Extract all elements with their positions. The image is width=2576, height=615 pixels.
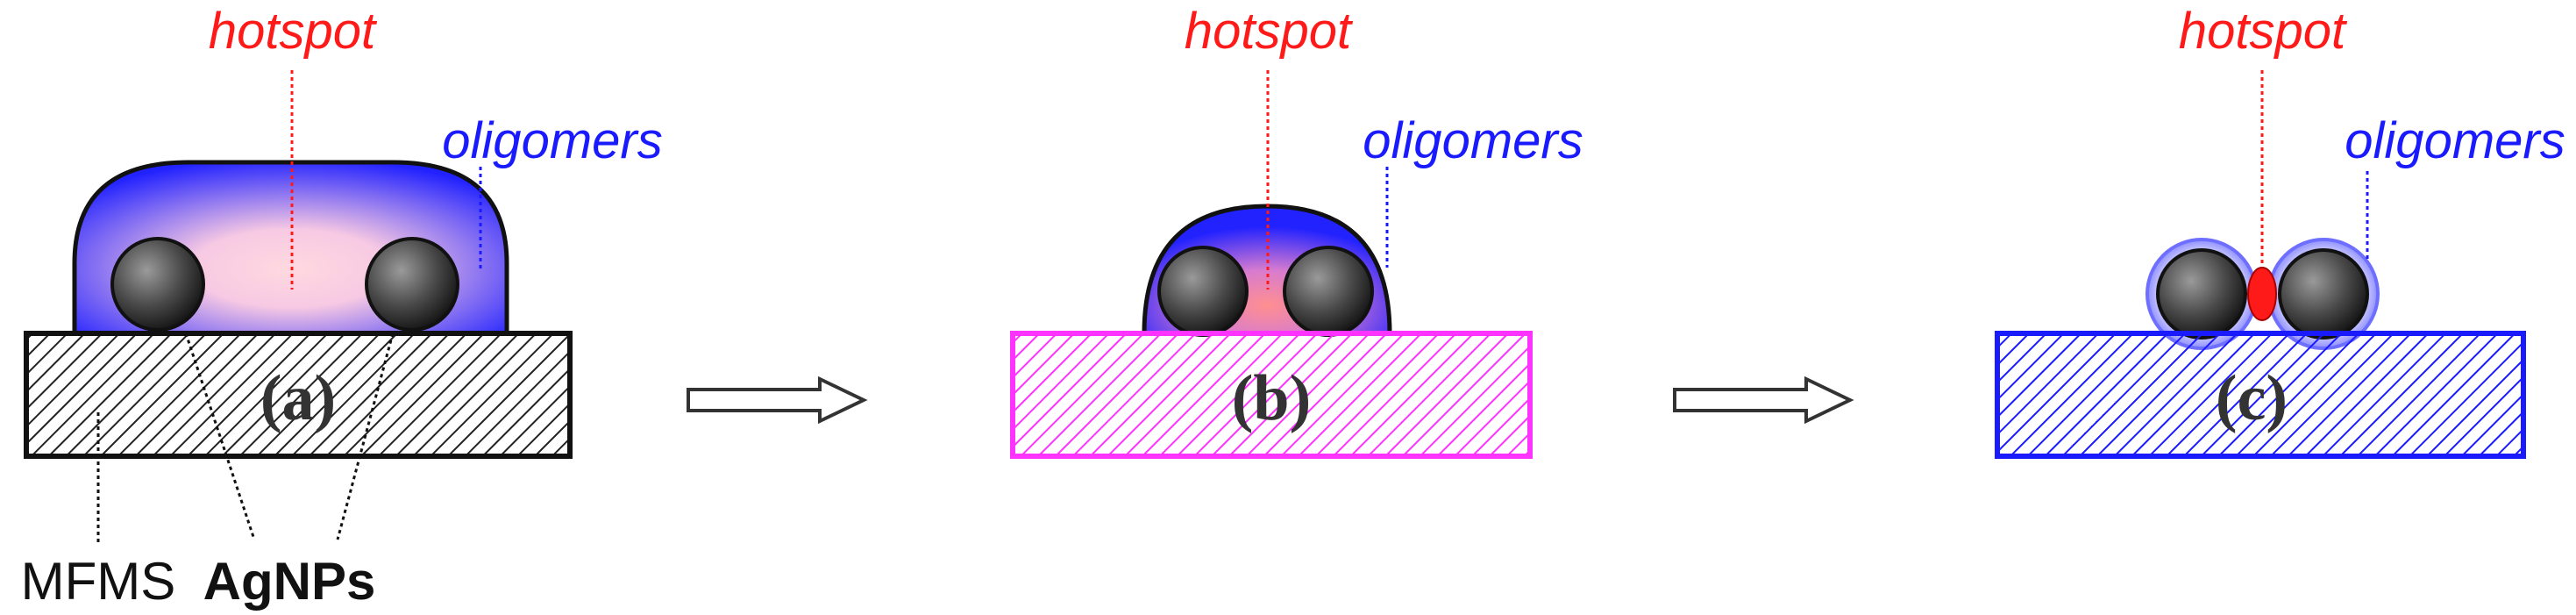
hotspot-label: hotspot	[2179, 3, 2348, 60]
panel-letter-a: (a)	[260, 362, 336, 434]
panel-letter-c: (c)	[2216, 362, 2288, 434]
panel-c: (c) hotspot oligomers	[1995, 3, 2565, 459]
agnps-leader	[184, 333, 256, 540]
oligomers-label: oligomers	[1363, 112, 1583, 169]
mfms-substrate	[1010, 331, 1533, 459]
mfms-label: MFMS	[21, 552, 176, 611]
panel-letter-b: (b)	[1232, 362, 1311, 434]
hotspot-label: hotspot	[1185, 3, 1354, 60]
process-arrow-icon	[687, 375, 868, 425]
silver-nanoparticle	[365, 237, 459, 332]
panel-b: (b) hotspot oligomers	[1010, 3, 1583, 459]
silver-nanoparticle	[1157, 246, 1249, 337]
agnps-label: AgNPs	[203, 552, 376, 611]
process-arrow-icon	[1673, 375, 1854, 425]
silver-nanoparticle	[2278, 248, 2369, 340]
oligomers-label: oligomers	[442, 112, 662, 169]
hotspot-label: hotspot	[209, 3, 378, 60]
oligomers-label: oligomers	[2345, 112, 2565, 169]
agnps-leader	[336, 333, 395, 540]
hotspot-marker	[2247, 267, 2277, 321]
panel-a: (a) hotspot oligomers MFMS AgNPs	[21, 3, 663, 611]
silver-nanoparticle	[110, 237, 205, 332]
mfms-substrate	[1995, 331, 2526, 459]
silver-nanoparticle	[1283, 246, 1374, 337]
silver-nanoparticle	[2156, 248, 2247, 340]
mfms-substrate	[24, 331, 573, 459]
